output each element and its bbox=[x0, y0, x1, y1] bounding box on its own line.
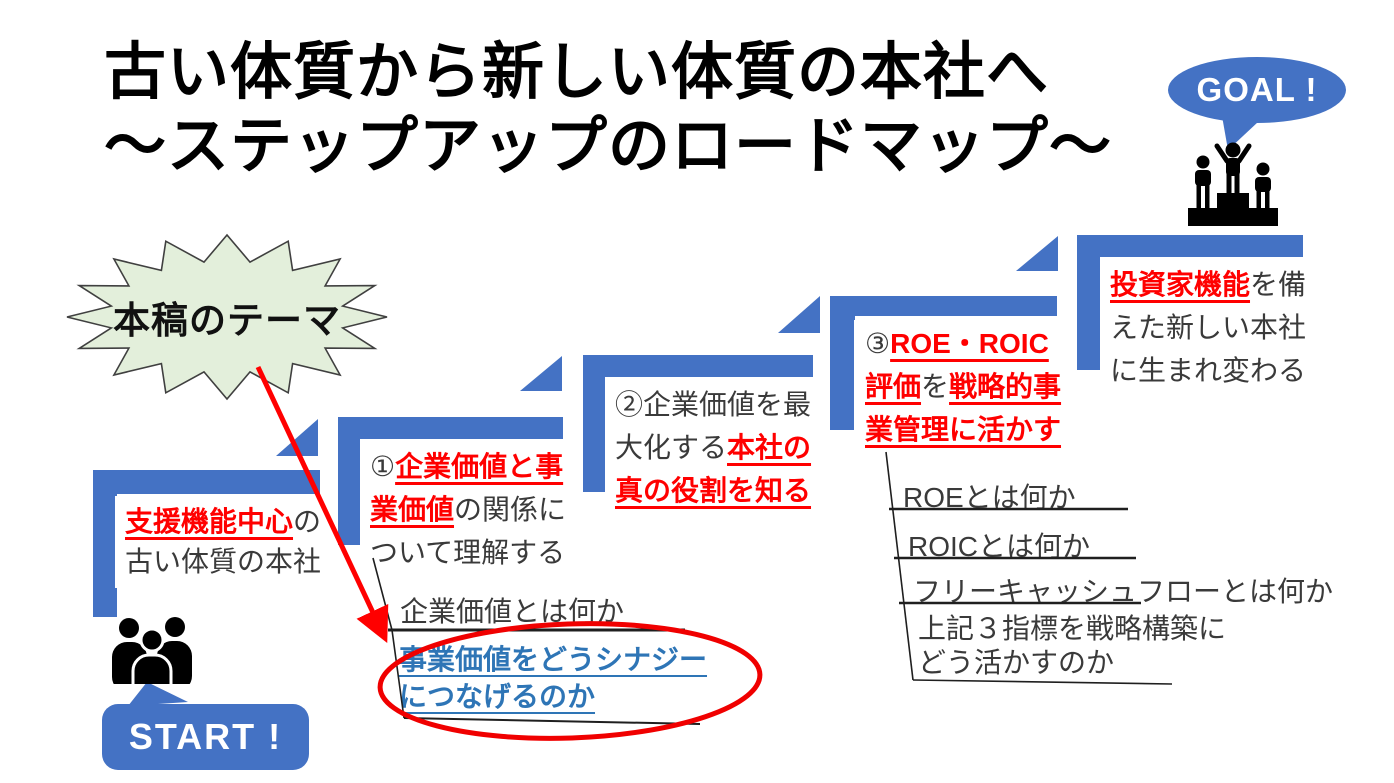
goal-bubble: GOAL ! bbox=[1168, 57, 1346, 123]
people-group-icon bbox=[112, 617, 192, 684]
theme-label: 本稿のテーマ bbox=[113, 300, 341, 341]
sub-item-what-is-corporate-value: 企業価値とは何か bbox=[400, 596, 625, 627]
sub-item-what-is-roic: ROICとは何か bbox=[908, 531, 1091, 562]
sub-list2-rule-base bbox=[403, 717, 701, 725]
sub-item-what-is-fcf: フリーキャッシュフローとは何か bbox=[913, 576, 1334, 607]
three-indicators-line-1: 上記３指標を戦略構築に bbox=[918, 613, 1227, 644]
step-connector-triangle-3 bbox=[520, 356, 562, 391]
goal-bubble-tail bbox=[1222, 116, 1258, 150]
step-bar-top bbox=[1077, 235, 1303, 259]
step-connector-triangle-2 bbox=[276, 419, 318, 456]
step-2-text: ①企業価値と事業価値の関係について理解する bbox=[360, 439, 577, 580]
start-label: START ! bbox=[128, 716, 283, 757]
step-connector-triangle-5 bbox=[1016, 236, 1058, 271]
sub-list4-rule-base bbox=[912, 679, 1173, 685]
sub-item-business-value-synergy-link[interactable]: 事業価値をどうシナジー につなげるのか bbox=[399, 641, 707, 715]
step-bar-left bbox=[583, 355, 607, 492]
step-5-text: 投資家機能を備えた新しい本社に生まれ変わる bbox=[1100, 257, 1317, 398]
step-bar-left bbox=[338, 417, 362, 545]
sub-item-what-is-roe: ROEとは何か bbox=[903, 482, 1076, 513]
podium-winner-icon bbox=[1188, 142, 1278, 226]
step-bar-top bbox=[583, 355, 813, 379]
step-bar-left bbox=[830, 296, 854, 430]
title-line-1: 古い体質から新しい体質の本社へ bbox=[104, 38, 1050, 107]
goal-label: GOAL ! bbox=[1196, 71, 1318, 108]
three-indicators-line-2: どう活かすのか bbox=[918, 647, 1115, 678]
start-bubble: START ! bbox=[102, 704, 309, 770]
step-connector-triangle-4 bbox=[778, 296, 820, 333]
sub-item-three-indicators: 上記３指標を戦略構築に どう活かすのか bbox=[918, 612, 1226, 680]
link-line-2[interactable]: につなげるのか bbox=[399, 681, 596, 712]
start-bubble-tail bbox=[128, 682, 188, 706]
step-1-text: 支援機能中心の古い体質の本社 bbox=[115, 496, 332, 588]
step-bar-left bbox=[93, 470, 117, 617]
step-bar-left bbox=[1077, 235, 1101, 370]
title-line-2: ～ステップアップのロードマップ～ bbox=[104, 112, 1113, 181]
link-line-1[interactable]: 事業価値をどうシナジー bbox=[399, 644, 708, 675]
step-bar-top bbox=[338, 417, 563, 441]
step-3-text: ②企業価値を最大化する本社の真の役割を知る bbox=[605, 377, 822, 518]
page-title: 古い体質から新しい体質の本社へ ～ステップアップのロードマップ～ bbox=[104, 36, 1112, 184]
step-bar-top bbox=[93, 470, 320, 494]
